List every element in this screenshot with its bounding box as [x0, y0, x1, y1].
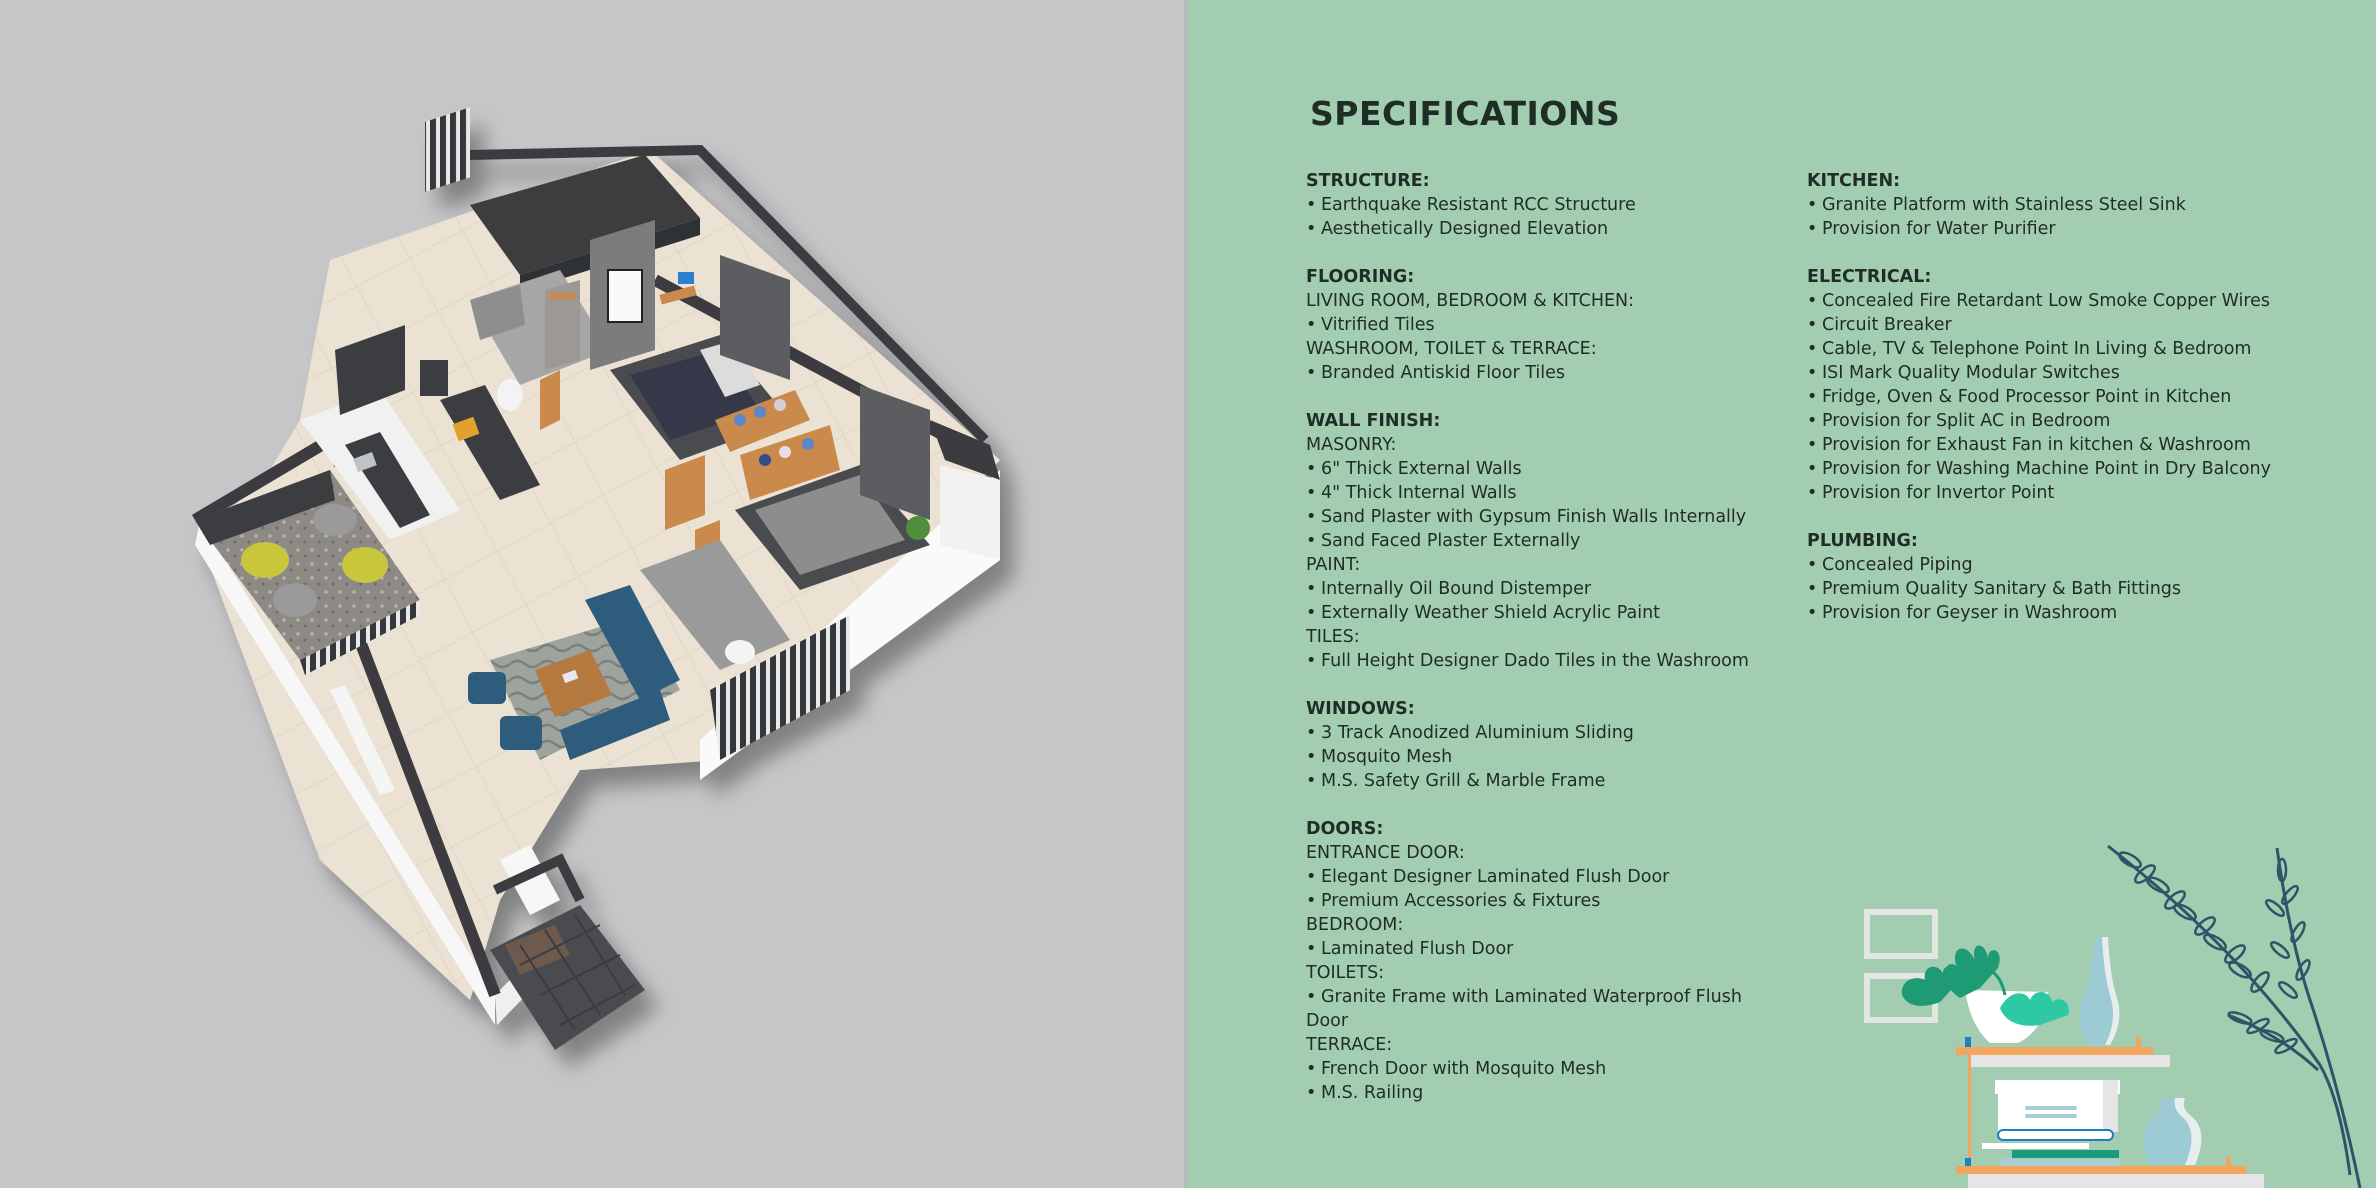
spec-bullet-item: Circuit Breaker [1807, 313, 2327, 337]
shelf-icon [1956, 1037, 2264, 1188]
floor-plan-render [191, 107, 1000, 1050]
section-heading: DOORS: [1306, 819, 1384, 839]
section-heading: WALL FINISH: [1306, 411, 1441, 431]
spec-bullet-item: Granite Platform with Stainless Steel Si… [1807, 193, 2327, 217]
section-heading: WINDOWS: [1306, 699, 1415, 719]
section-heading: FLOORING: [1306, 267, 1415, 287]
spec-bullet-item: Branded Antiskid Floor Tiles [1306, 361, 1766, 385]
spec-bullet-item: ISI Mark Quality Modular Switches [1807, 361, 2327, 385]
spec-bullet-item: 6" Thick External Walls [1306, 457, 1766, 481]
spec-bullet-item: Concealed Piping [1807, 553, 2327, 577]
round-vase-icon [2143, 1098, 2202, 1165]
sub-heading: WASHROOM, TOILET & TERRACE: [1306, 339, 1597, 359]
spec-section-electrical: ELECTRICAL:Concealed Fire Retardant Low … [1807, 265, 2327, 505]
sub-heading: TILES: [1306, 627, 1360, 647]
spec-section-flooring: FLOORING: LIVING ROOM, BEDROOM & KITCHEN:… [1306, 265, 1766, 385]
section-heading: PLUMBING: [1807, 531, 1918, 551]
spec-bullet-item: M.S. Railing [1306, 1081, 1766, 1105]
spec-bullet-item: Granite Frame with Laminated Waterproof … [1306, 985, 1766, 1033]
armchair [468, 672, 506, 704]
section-heading: STRUCTURE: [1306, 171, 1430, 191]
sofa-l [585, 585, 680, 700]
spec-bullet-item: Sand Plaster with Gypsum Finish Walls In… [1306, 505, 1766, 529]
washroom-2 [640, 540, 790, 670]
spec-bullet-item: Provision for Split AC in Bedroom [1807, 409, 2327, 433]
wheat-stalks-icon [2107, 844, 2362, 1188]
spec-section-structure: STRUCTURE:Earthquake Resistant RCC Struc… [1306, 169, 1766, 241]
spec-bullet-item: Concealed Fire Retardant Low Smoke Coppe… [1807, 289, 2327, 313]
spec-section-doors: DOORS: ENTRANCE DOOR:Elegant Designer Lam… [1306, 817, 1766, 1105]
spec-bullet-item: Full Height Designer Dado Tiles in the W… [1306, 649, 1766, 673]
spec-section-plumbing: PLUMBING:Concealed PipingPremium Quality… [1807, 529, 2327, 625]
specs-right-column: KITCHEN:Granite Platform with Stainless … [1807, 169, 2327, 649]
spec-bullet-item: Mosquito Mesh [1306, 745, 1766, 769]
spec-bullet-item: Sand Faced Plaster Externally [1306, 529, 1766, 553]
floor-plan-panel [0, 0, 1186, 1188]
spec-bullet-item: 3 Track Anodized Aluminium Sliding [1306, 721, 1766, 745]
sub-heading: PAINT: [1306, 555, 1361, 575]
spec-bullet-item: Premium Accessories & Fixtures [1306, 889, 1766, 913]
spec-bullet-item: Aesthetically Designed Elevation [1306, 217, 1766, 241]
page-title: SPECIFICATIONS [1310, 94, 1621, 133]
roof-block [470, 155, 700, 275]
spec-bullet-item: Vitrified Tiles [1306, 313, 1766, 337]
spec-bullet-item: Earthquake Resistant RCC Structure [1306, 193, 1766, 217]
spec-bullet-item: Fridge, Oven & Food Processor Point in K… [1807, 385, 2327, 409]
spec-bullet-item: Provision for Water Purifier [1807, 217, 2327, 241]
section-heading: ELECTRICAL: [1807, 267, 1932, 287]
spec-bullet-item: French Door with Mosquito Mesh [1306, 1057, 1766, 1081]
sub-heading: ENTRANCE DOOR: [1306, 843, 1465, 863]
storage-box-icon [1995, 1080, 2120, 1132]
dry-balcony [710, 615, 850, 760]
spec-bullet-item: Cable, TV & Telephone Point In Living & … [1807, 337, 2327, 361]
sub-heading: LIVING ROOM, BEDROOM & KITCHEN: [1306, 291, 1635, 311]
spec-section-kitchen: KITCHEN:Granite Platform with Stainless … [1807, 169, 2327, 241]
spec-bullet-item: Provision for Exhaust Fan in kitchen & W… [1807, 433, 2327, 457]
coffee-table [535, 650, 612, 717]
panel-divider [1184, 0, 1188, 1188]
spec-bullet-item: Provision for Invertor Point [1807, 481, 2327, 505]
spec-bullet-item: 4" Thick Internal Walls [1306, 481, 1766, 505]
potted-plant-icon [1901, 945, 2069, 1043]
spec-bullet-item: Externally Weather Shield Acrylic Paint [1306, 601, 1766, 625]
sub-heading: TOILETS: [1306, 963, 1385, 983]
section-heading: KITCHEN: [1807, 171, 1901, 191]
spec-section-windows: WINDOWS:3 Track Anodized Aluminium Slidi… [1306, 697, 1766, 793]
bedroom-2-bed [755, 475, 905, 575]
spec-bullet-item: Elegant Designer Laminated Flush Door [1306, 865, 1766, 889]
books-icon [1982, 1129, 2120, 1166]
spec-section-wall-finish: WALL FINISH: MASONRY:6" Thick External Wa… [1306, 409, 1766, 673]
spec-bullet-item: Laminated Flush Door [1306, 937, 1766, 961]
sub-heading: BEDROOM: [1306, 915, 1404, 935]
decor-illustration [1864, 844, 2362, 1188]
spec-bullet-item: Premium Quality Sanitary & Bath Fittings [1807, 577, 2327, 601]
entrance-terrace [490, 905, 645, 1050]
spec-bullet-item: Internally Oil Bound Distemper [1306, 577, 1766, 601]
spec-bullet-item: M.S. Safety Grill & Marble Frame [1306, 769, 1766, 793]
spec-bullet-item: Provision for Washing Machine Point in D… [1807, 457, 2327, 481]
tall-vase-icon [2079, 937, 2120, 1045]
sub-heading: MASONRY: [1306, 435, 1397, 455]
spec-bullet-item: Provision for Geyser in Washroom [1807, 601, 2327, 625]
apartment-model [191, 107, 1000, 1050]
sub-heading: TERRACE: [1306, 1035, 1393, 1055]
specs-left-column: STRUCTURE:Earthquake Resistant RCC Struc… [1306, 169, 1766, 1129]
